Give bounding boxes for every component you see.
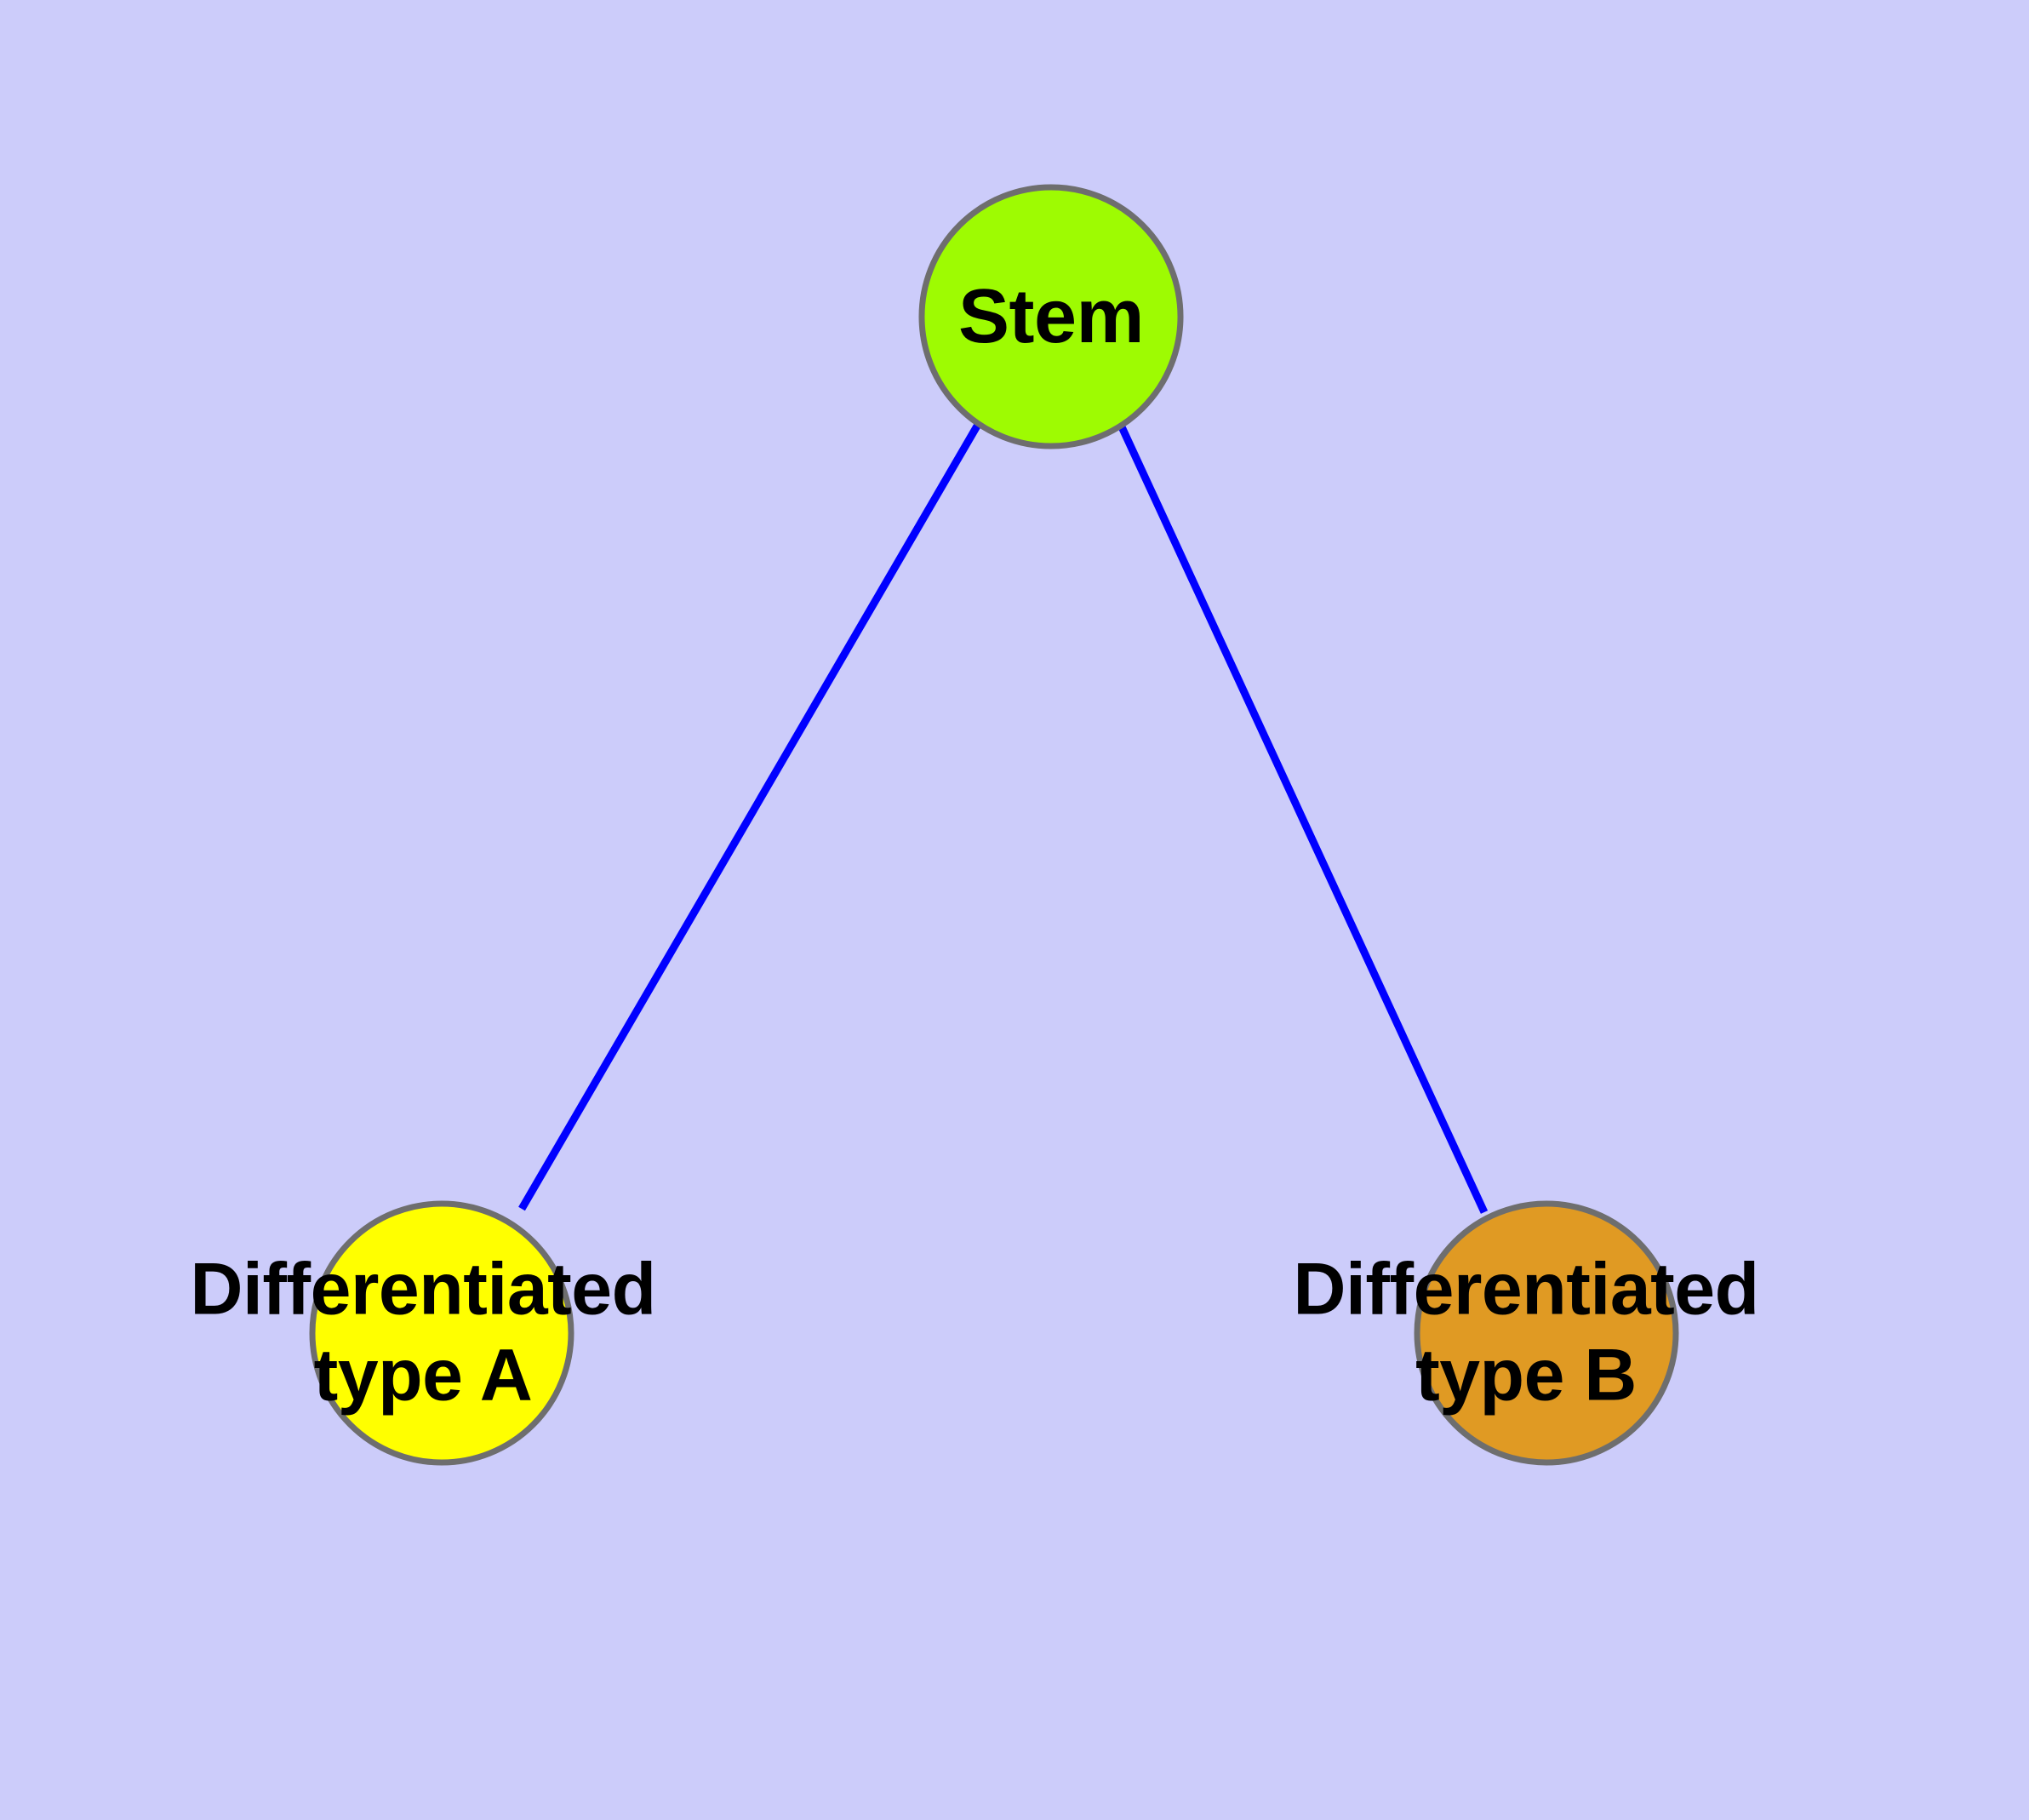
node-label-line: type B	[1415, 1335, 1637, 1417]
edge-stem-diff-a[interactable]	[518, 421, 982, 1211]
node-label-line: Differentiated	[1293, 1248, 1759, 1331]
nodes-group	[309, 184, 1679, 1466]
node-label-line: type A	[313, 1335, 533, 1417]
node-circle-diff-b[interactable]	[1414, 1200, 1679, 1466]
edge-stem-diff-b[interactable]	[1115, 420, 1489, 1214]
node-label-line: Stem	[957, 273, 1145, 359]
node-circle-stem[interactable]	[918, 184, 1184, 449]
edges-group	[518, 420, 1489, 1214]
node-label-stem: Stem	[957, 272, 1145, 362]
node-circle-diff-a[interactable]	[309, 1200, 574, 1466]
node-label-line: Differentiated	[190, 1248, 656, 1331]
